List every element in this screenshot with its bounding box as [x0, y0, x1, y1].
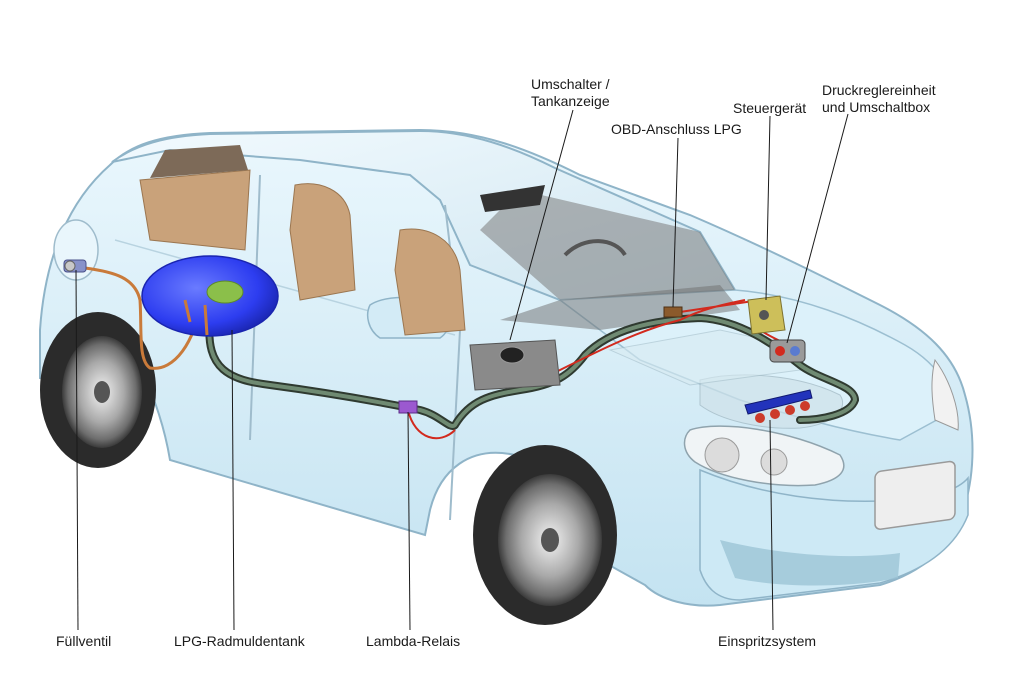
obd-connector — [663, 306, 683, 318]
label-umschalter-line2: Tankanzeige — [531, 93, 610, 109]
ecu-unit — [747, 295, 786, 335]
label-einspritzsystem: Einspritzsystem — [718, 633, 817, 649]
fill-valve — [63, 259, 87, 273]
label-fuellventil: Füllventil — [56, 633, 112, 649]
pressure-regulator — [769, 339, 806, 363]
label-lambda-relais: Lambda-Relais — [366, 633, 461, 649]
fill-line — [84, 266, 202, 370]
front-wheel — [473, 445, 617, 625]
label-druckregler-line2: und Umschaltbox — [822, 99, 931, 115]
leader-lines — [75, 109, 849, 631]
injection-rail — [744, 389, 813, 423]
label-obd: OBD-Anschluss LPG — [611, 121, 742, 137]
label-steuergeraet: Steuergerät — [733, 100, 807, 116]
wire-harness — [407, 299, 801, 440]
lpg-tank — [141, 255, 279, 337]
label-druckregler-line1: Druckreglereinheit — [822, 82, 936, 98]
rear-wheel — [40, 312, 156, 468]
switch-gauge — [469, 339, 561, 391]
label-umschalter-line1: Umschalter / — [531, 76, 610, 92]
label-radmuldentank: LPG-Radmuldentank — [174, 633, 305, 649]
lambda-relay — [398, 400, 418, 414]
